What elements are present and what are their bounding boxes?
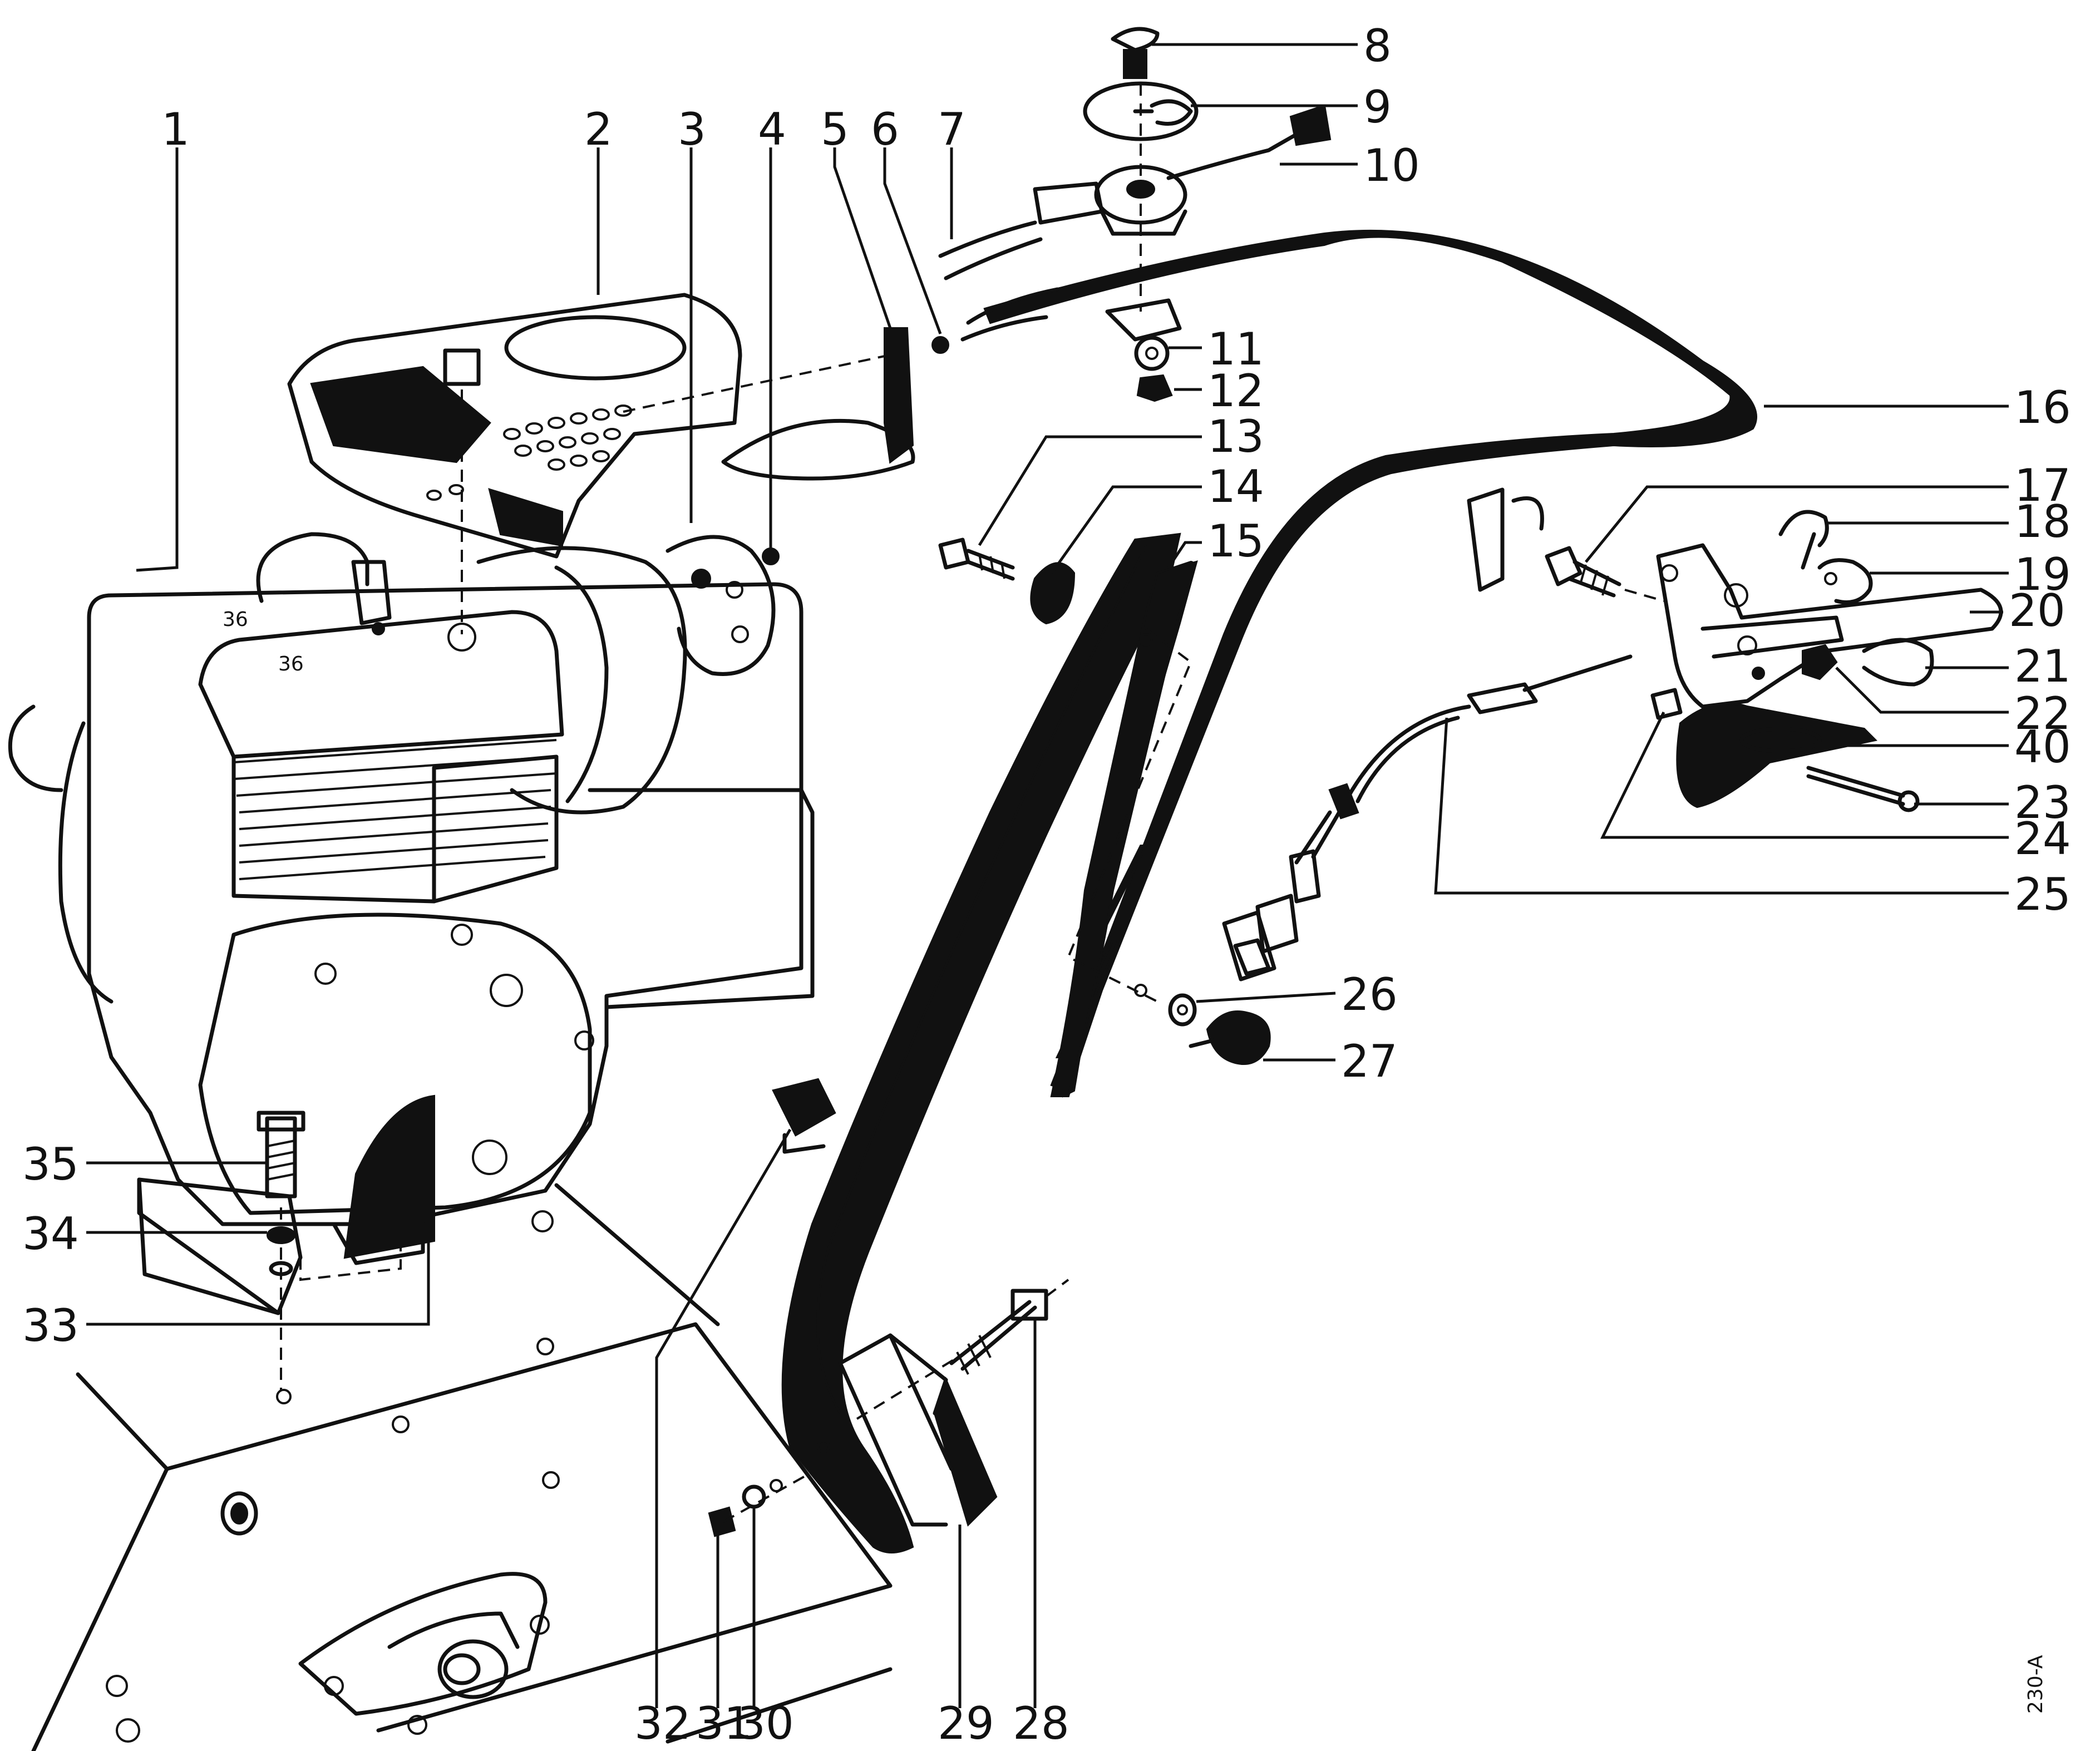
- figure-reference-code: 230-A: [2024, 1655, 2047, 1714]
- callout-14: 14: [1207, 461, 1264, 512]
- callout-11: 11: [1207, 323, 1264, 375]
- callout-28: 28: [1013, 1698, 1069, 1749]
- callout-16: 16: [2014, 382, 2071, 433]
- engine-assembly: 36 36: [8, 532, 815, 1232]
- callout-8: 8: [1363, 20, 1392, 72]
- callout-1: 1: [161, 103, 190, 155]
- callout-6: 6: [871, 103, 899, 155]
- callout-35: 35: [22, 1138, 79, 1190]
- handle-knob: [1168, 993, 1271, 1065]
- control-bracket: [623, 327, 949, 565]
- bolt-28: [949, 1279, 1069, 1375]
- callout-26: 26: [1341, 969, 1398, 1020]
- callout-30: 30: [737, 1698, 794, 1749]
- callout-12: 12: [1207, 365, 1264, 417]
- callout-10: 10: [1363, 140, 1420, 191]
- callout-24: 24: [2014, 813, 2071, 865]
- clutch-cable: [1222, 654, 1633, 981]
- leader-lines: [86, 43, 2009, 1708]
- callout-7: 7: [938, 103, 966, 155]
- callout-20: 20: [2009, 585, 2066, 637]
- clutch-lever-assembly: [1545, 510, 2003, 812]
- callout-3: 3: [678, 103, 706, 155]
- callout-22: 22: [2014, 688, 2071, 739]
- callout-labels: 1 2 3 4 5 6 7 8 9 10 11 12 13 14 15 16 1…: [22, 20, 2071, 1749]
- mower-deck: [31, 1183, 893, 1751]
- callout-34: 34: [22, 1208, 79, 1260]
- engine-cast-mark: 36: [223, 608, 248, 631]
- callout-32: 32: [634, 1698, 691, 1749]
- callout-40: 40: [2014, 721, 2071, 773]
- callout-5: 5: [821, 103, 849, 155]
- callout-25: 25: [2014, 869, 2071, 920]
- callout-27: 27: [1341, 1035, 1398, 1087]
- nut-washer: [708, 1468, 819, 1537]
- callout-17: 17: [2014, 460, 2071, 511]
- callout-23: 23: [2014, 777, 2071, 828]
- callout-29: 29: [938, 1698, 994, 1749]
- callout-4: 4: [758, 103, 786, 155]
- callout-31: 31: [696, 1698, 752, 1749]
- handle-clip: [772, 1078, 836, 1154]
- lower-handle: [781, 532, 1198, 1553]
- throttle-control: [938, 27, 1332, 402]
- callout-9: 9: [1363, 81, 1392, 133]
- callout-18: 18: [2014, 496, 2071, 548]
- callout-2: 2: [584, 103, 613, 155]
- mount-block: [137, 1094, 435, 1391]
- callout-15: 15: [1207, 515, 1264, 567]
- engine-cast-mark: 36: [278, 653, 304, 675]
- callout-19: 19: [2014, 549, 2071, 600]
- engine-shroud: [287, 293, 742, 634]
- bolt-13: [938, 537, 1076, 625]
- callout-13: 13: [1207, 411, 1264, 462]
- callout-21: 21: [2014, 640, 2071, 692]
- callout-33: 33: [22, 1300, 79, 1352]
